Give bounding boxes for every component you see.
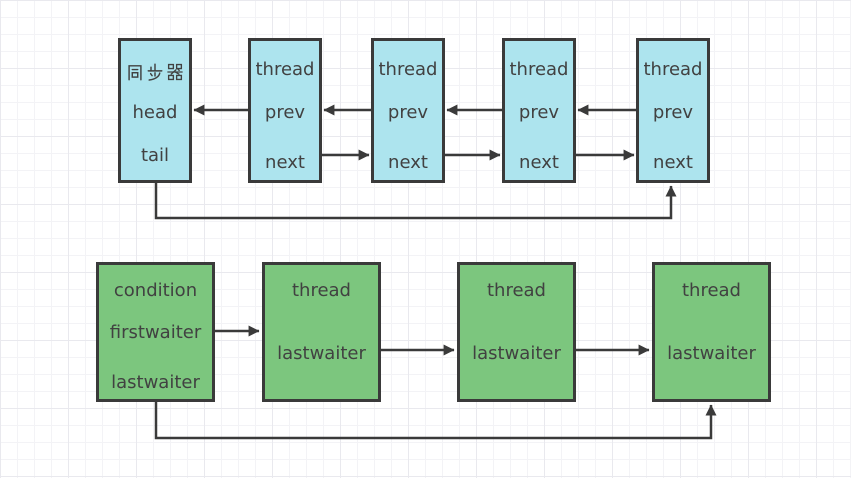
thread-label: thread (291, 280, 351, 301)
cjk-glyph-qi (167, 63, 183, 81)
next-label: next (388, 152, 428, 173)
sync-node-head-label: head (132, 102, 178, 123)
thread-label: thread (255, 59, 315, 80)
sync-node: head tail (118, 38, 192, 183)
firstwaiter-label: firstwaiter (109, 322, 202, 343)
next-label: next (653, 152, 693, 173)
arrow-tail-to-last-thread (154, 183, 677, 220)
sync-thread-node-4: thread prev next (636, 38, 710, 183)
lastwaiter-label: lastwaiter (111, 372, 200, 393)
thread-label: thread (681, 280, 741, 301)
cjk-glyph-bu (147, 63, 163, 81)
condition-node: condition firstwaiter lastwaiter (96, 262, 215, 402)
thread-label: thread (486, 280, 546, 301)
thread-label: thread (509, 59, 569, 80)
prev-label: prev (264, 102, 306, 123)
next-label: next (265, 152, 305, 173)
next-label: next (519, 152, 559, 173)
arrow-lastwaiter-to-last-thread (154, 402, 717, 440)
lastwaiter-label: lastwaiter (667, 343, 756, 364)
condition-thread-node-1: thread lastwaiter (262, 262, 381, 402)
sync-thread-node-3: thread prev next (502, 38, 576, 183)
prev-label: prev (652, 102, 694, 123)
prev-label: prev (387, 102, 429, 123)
sync-thread-node-2: thread prev next (371, 38, 445, 183)
cjk-glyph-tong (128, 65, 142, 81)
lastwaiter-label: lastwaiter (277, 343, 366, 364)
lastwaiter-label: lastwaiter (472, 343, 561, 364)
condition-thread-node-2: thread lastwaiter (457, 262, 576, 402)
thread-label: thread (378, 59, 438, 80)
sync-node-tail-label: tail (140, 145, 170, 166)
prev-label: prev (518, 102, 560, 123)
sync-node-title (121, 60, 189, 84)
thread-label: thread (643, 59, 703, 80)
sync-thread-node-1: thread prev next (248, 38, 322, 183)
condition-thread-node-3: thread lastwaiter (652, 262, 771, 402)
condition-label: condition (113, 280, 198, 301)
